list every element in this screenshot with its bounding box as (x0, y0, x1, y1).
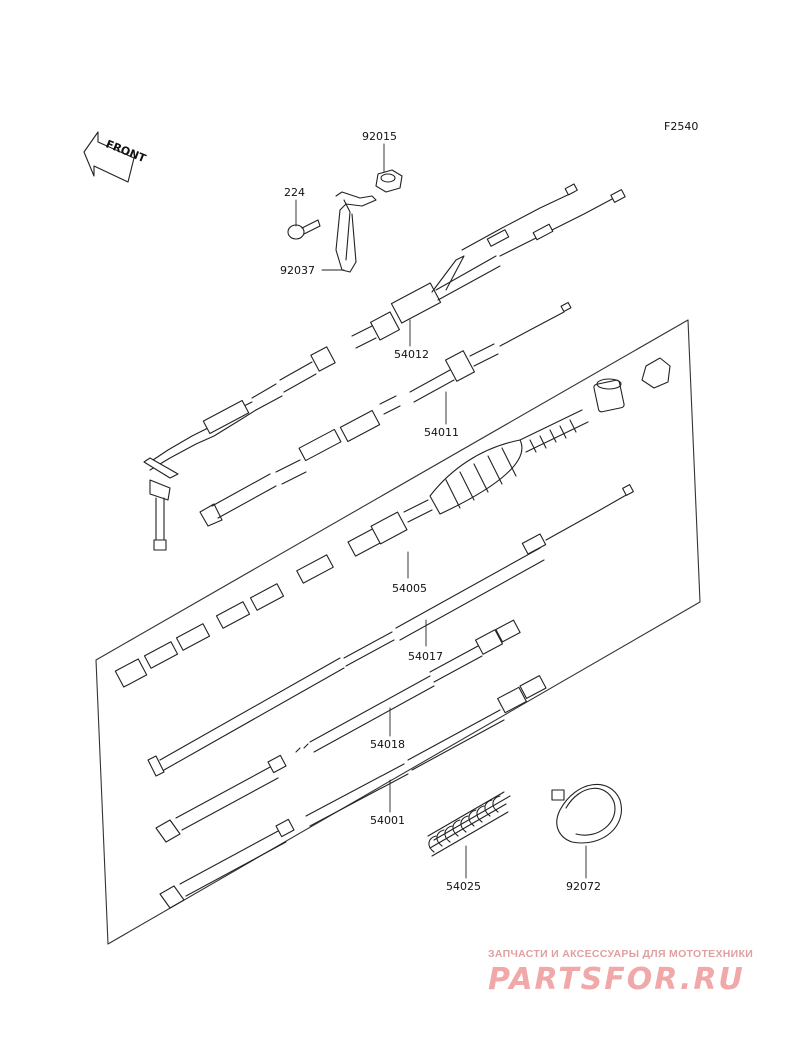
nut-92015 (375, 169, 403, 193)
part-label-54005: 54005 (392, 582, 427, 595)
spring-54025 (427, 791, 511, 857)
part-label-92072: 92072 (566, 880, 601, 893)
watermark-tagline: ЗАПЧАСТИ И АКСЕССУАРЫ ДЛЯ МОТОТЕХНИКИ (488, 948, 754, 960)
screw-224 (287, 219, 321, 240)
front-arrow-icon (83, 131, 135, 183)
cable-54012 (143, 183, 626, 479)
part-label-54025: 54025 (446, 880, 481, 893)
cable-54005 (114, 357, 671, 688)
part-label-54018: 54018 (370, 738, 405, 751)
band-92072 (551, 783, 622, 844)
watermark-logo: PARTSFOR.RU (488, 962, 745, 997)
cable-54017 (147, 484, 634, 777)
part-label-92015: 92015 (362, 130, 397, 143)
clamp-92037 (335, 191, 377, 273)
part-label-92037: 92037 (280, 264, 315, 277)
part-label-54001: 54001 (370, 814, 405, 827)
assembly-outline (95, 319, 701, 945)
part-label-224: 224 (284, 186, 305, 199)
figure-code: F2540 (664, 120, 698, 133)
part-label-54012: 54012 (394, 348, 429, 361)
cable-54018 (155, 619, 521, 843)
part-label-54017: 54017 (408, 650, 443, 663)
part-label-54011: 54011 (424, 426, 459, 439)
cable-54001 (159, 675, 547, 909)
leader-lines (295, 143, 587, 879)
cable-54011 (199, 301, 572, 527)
